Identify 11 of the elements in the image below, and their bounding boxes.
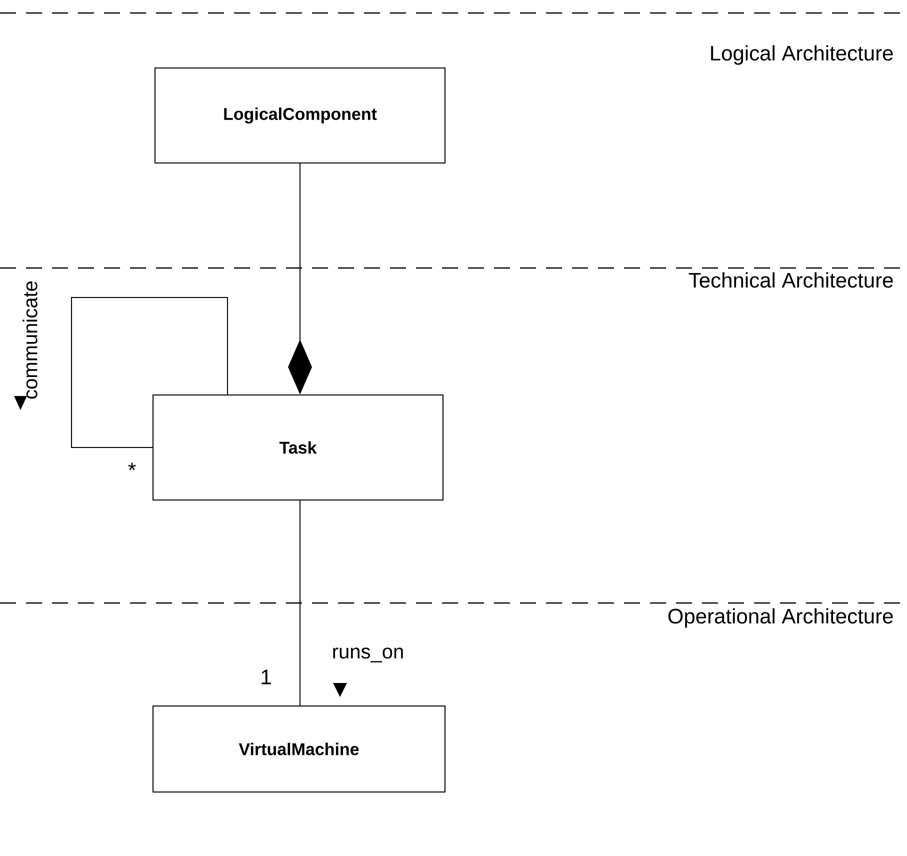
edge-label: communicate (22, 281, 38, 399)
edge-label: runs_on (333, 648, 403, 662)
multiplicity-label: 1 (262, 670, 271, 684)
section-label: Operational Architecture (668, 608, 893, 628)
section-label: Technical Architecture (688, 272, 893, 288)
association-line (71, 297, 228, 448)
class-box: Task (152, 394, 444, 500)
section-label: Logical Architecture (711, 45, 893, 65)
multiplicity-label: * (128, 462, 136, 470)
class-box: VirtualMachine (152, 706, 446, 792)
class-box: LogicalComponent (154, 68, 446, 164)
